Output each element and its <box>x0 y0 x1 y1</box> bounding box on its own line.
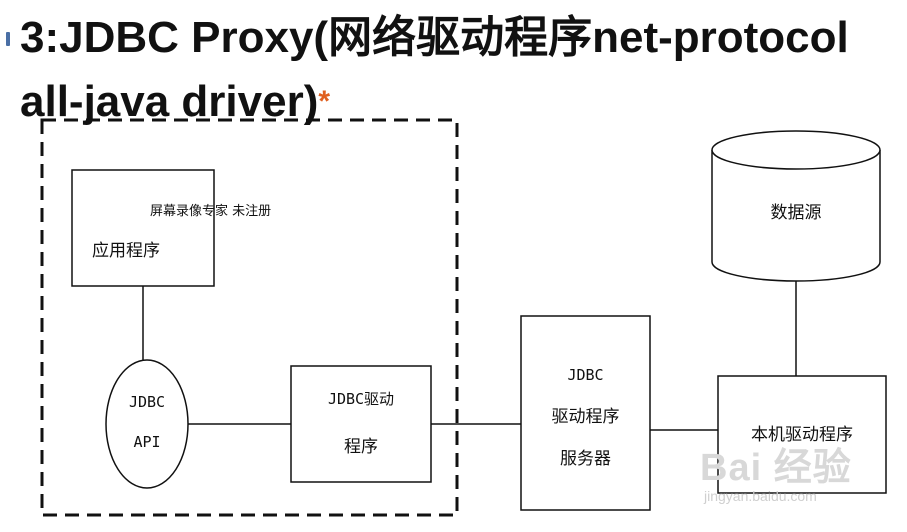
driver-box <box>290 365 432 483</box>
title-protocol: net-protocol <box>592 13 849 62</box>
server-box <box>520 315 651 511</box>
jdbc-api-label-1: JDBC <box>128 393 166 411</box>
title-main: 3:JDBC Proxy( <box>20 13 329 62</box>
datasource-label: 数据源 <box>770 203 822 223</box>
watermark-url: jingyan.baidu.com <box>704 488 817 504</box>
watermark: Bai 经验 jingyan.baidu.com <box>700 448 900 518</box>
jdbc-api-ellipse <box>105 359 189 489</box>
driver-label-2: 程序 <box>344 437 378 457</box>
slide-title: 3:JDBC Proxy(网络驱动程序net-protocol all-java… <box>20 6 900 134</box>
driver-label-1: JDBC驱动 <box>327 390 395 408</box>
watermark-brand: Bai 经验 <box>700 447 852 489</box>
server-label-1: JDBC <box>567 366 604 384</box>
datasource-cylinder <box>711 130 881 282</box>
native-label: 本机驱动程序 <box>751 425 853 445</box>
jdbc-api-label-2: API <box>133 433 161 451</box>
app-label: 应用程序 <box>92 241 160 261</box>
title-chinese: 网络驱动程序 <box>328 13 593 62</box>
title-driver: all-java driver) <box>20 77 319 126</box>
title-asterisk: * <box>318 85 331 118</box>
native-box <box>717 375 887 494</box>
recorder-overlay-text: 屏幕录像专家 未注册 <box>150 204 272 219</box>
client-boundary <box>40 118 459 517</box>
app-box <box>71 169 215 287</box>
title-line-1: 3:JDBC Proxy(网络驱动程序net-protocol <box>20 6 900 70</box>
server-label-2: 驱动程序 <box>551 407 620 427</box>
title-bullet <box>6 32 10 46</box>
title-line-2: all-java driver)* <box>20 70 900 134</box>
server-label-3: 服务器 <box>560 449 611 469</box>
